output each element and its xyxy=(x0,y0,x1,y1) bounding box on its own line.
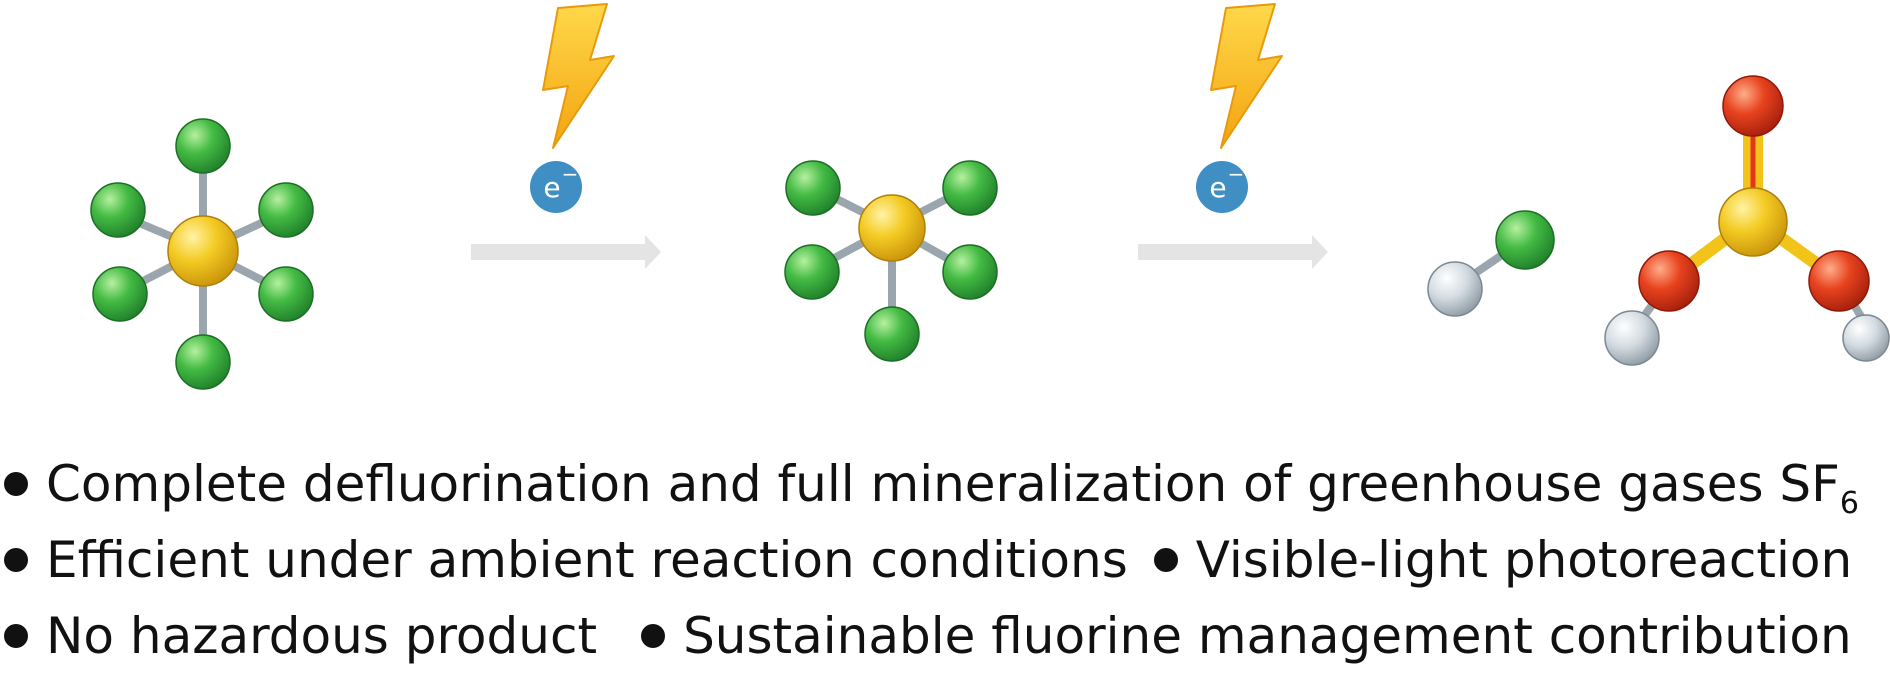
sf4-molecule xyxy=(784,160,998,362)
lightning-bolt-icon xyxy=(1210,3,1283,149)
sulfur-atom xyxy=(1718,187,1788,257)
highlight-text: Complete defluorination and full mineral… xyxy=(46,455,1840,513)
electron-charge: − xyxy=(562,162,579,186)
hydrogen-atom xyxy=(1842,314,1890,362)
fluorine-atom xyxy=(175,334,231,390)
hydrogen-atom xyxy=(1427,261,1483,317)
sulfur-atom xyxy=(167,215,239,287)
highlight-text: Efficient under ambient reaction conditi… xyxy=(46,531,1128,589)
fluorine-atom xyxy=(942,160,998,216)
oxygen-atom xyxy=(1722,75,1784,137)
fluorine-atom xyxy=(90,182,146,238)
bullet-icon xyxy=(4,471,28,496)
oxygen-atom xyxy=(1638,250,1700,312)
electron-icon xyxy=(530,161,582,213)
highlight-text: Visible-light photoreaction xyxy=(1195,531,1853,589)
hydrogen-atom xyxy=(1604,310,1660,366)
bullet-icon xyxy=(4,623,28,648)
reaction-arrow xyxy=(1138,235,1328,269)
highlight-text: No hazardous product xyxy=(46,607,598,665)
oxygen-atom xyxy=(1808,250,1870,312)
electron-label: e xyxy=(543,171,560,204)
reaction-arrow xyxy=(471,235,661,269)
fluorine-atom xyxy=(1495,210,1555,270)
step-2: e − xyxy=(1138,3,1328,269)
highlight-line-1: Complete defluorination and full mineral… xyxy=(0,452,1859,536)
sulfur-atom xyxy=(858,194,926,262)
bullet-icon xyxy=(4,547,28,572)
electron-charge: − xyxy=(1228,162,1245,186)
bullet-icon xyxy=(641,623,666,648)
fluorine-atom xyxy=(785,160,841,216)
reaction-scheme: e − e − xyxy=(90,3,1890,390)
fluorine-atom xyxy=(784,244,840,300)
lightning-bolt-icon xyxy=(542,3,615,149)
fluorine-atom xyxy=(92,266,148,322)
sf6-molecule xyxy=(90,118,314,390)
fluorine-atom xyxy=(175,118,231,174)
electron-icon xyxy=(1196,161,1248,213)
highlight-line-2: Efficient under ambient reaction conditi… xyxy=(0,528,1852,592)
fluorine-atom xyxy=(942,244,998,300)
h2so3-molecule xyxy=(1604,75,1890,366)
step-1: e − xyxy=(471,3,661,269)
fluorine-atom xyxy=(258,182,314,238)
fluorine-atom xyxy=(258,266,314,322)
highlight-line-3: No hazardous product Sustainable fluorine… xyxy=(0,604,1852,668)
fluorine-atom xyxy=(864,306,920,362)
hf-molecule xyxy=(1427,210,1555,317)
highlight-text: Sustainable fluorine management contribu… xyxy=(683,607,1852,665)
highlight-subscript: 6 xyxy=(1839,486,1859,521)
electron-label: e xyxy=(1209,171,1226,204)
bullet-icon xyxy=(1153,547,1178,572)
